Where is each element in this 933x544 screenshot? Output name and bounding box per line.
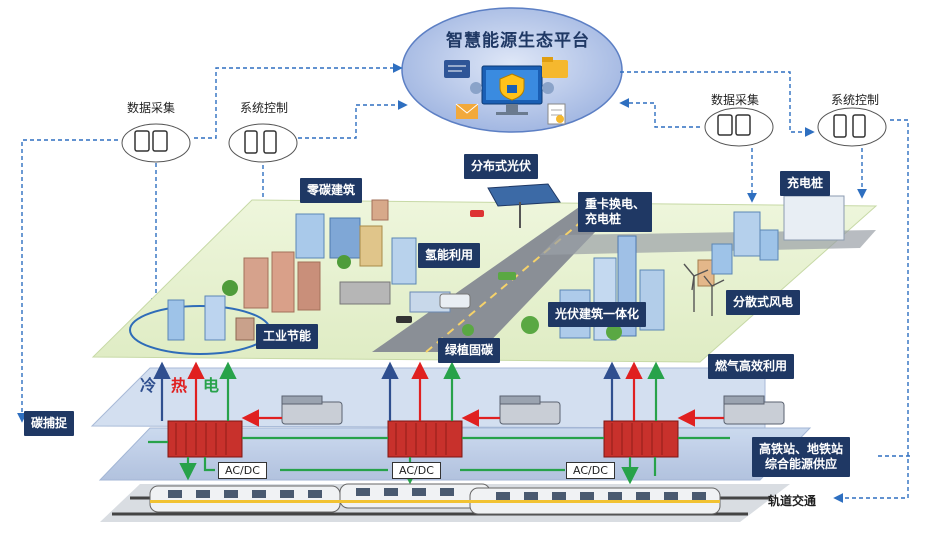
left-system-control-label: 系统控制 [240, 101, 289, 115]
right-data-collection-node [704, 107, 774, 147]
mail-icon [455, 103, 479, 119]
power-network [148, 361, 730, 485]
train-icon [149, 483, 721, 515]
hydrogen-label: 氢能利用 [418, 243, 481, 268]
acdc-converter: AC/DC [566, 462, 615, 479]
platform-title: 智慧能源生态平台 [446, 31, 590, 51]
industrial-saving-label: 工业节能 [256, 324, 319, 349]
chat-icon [444, 60, 470, 78]
chiller-units [281, 395, 785, 425]
distributed-wind-label: 分散式风电 [726, 290, 801, 315]
rail-transit-label: 轨道交通 [768, 494, 817, 508]
vehicle-icons [396, 210, 516, 323]
cold-network [153, 361, 621, 421]
solar-canopy [487, 183, 561, 228]
document-icon [547, 103, 566, 125]
left-data-collection-node [121, 123, 191, 163]
heavy-truck-charging-label: 重卡换电、 充电桩 [578, 192, 653, 232]
cold-label: 冷 [140, 376, 157, 395]
zero-carbon-building-label: 零碳建筑 [300, 178, 363, 203]
folder-icon [542, 57, 568, 78]
monitor-security-icon [481, 65, 543, 115]
gear-icon [470, 82, 554, 94]
station-supply-label: 高铁站、地铁站 综合能源供应 [752, 437, 851, 477]
left-data-collection-label: 数据采集 [127, 101, 176, 115]
wind-turbine-icon [683, 263, 725, 316]
charging-pile-label: 充电桩 [780, 171, 831, 196]
power-label: 电 [203, 376, 220, 395]
gas-efficient-label: 燃气高效利用 [708, 354, 795, 379]
energy-layer-top [90, 367, 766, 429]
bipv-label: 光伏建筑一体化 [548, 302, 647, 327]
communication-lines [17, 63, 913, 503]
green-carbon-label: 绿植固碳 [438, 338, 501, 363]
acdc-converter: AC/DC [218, 462, 267, 479]
left-system-control-node [228, 123, 298, 163]
right-system-control-node [817, 107, 887, 147]
heat-network [187, 361, 724, 427]
distributed-pv-label: 分布式光伏 [464, 154, 539, 179]
right-data-collection-label: 数据采集 [711, 93, 760, 107]
right-system-control-label: 系统控制 [831, 93, 880, 107]
carbon-capture-label: 碳捕捉 [24, 411, 75, 436]
acdc-converter: AC/DC [392, 462, 441, 479]
heat-label: 热 [171, 376, 188, 395]
